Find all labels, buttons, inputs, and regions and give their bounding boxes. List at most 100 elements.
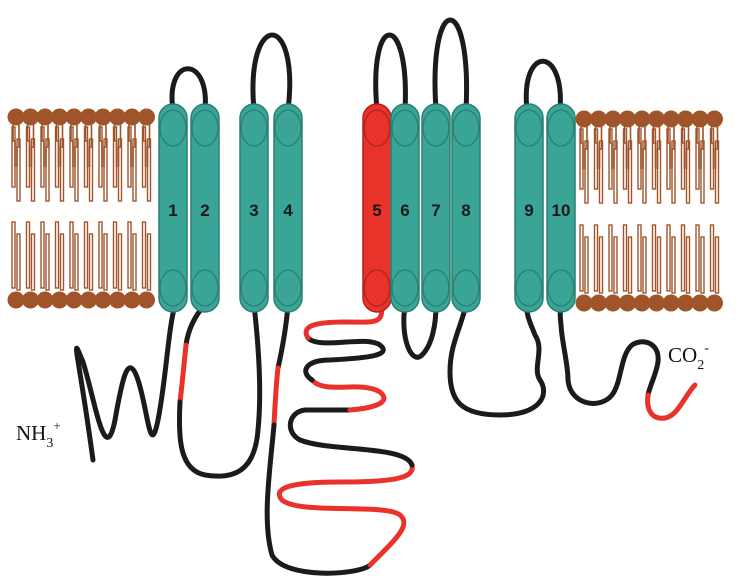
membrane-left-lipid	[7, 108, 25, 309]
membrane-right-lipid	[706, 110, 723, 312]
loop-4-5-b	[271, 365, 281, 428]
helix-7: 7	[421, 103, 451, 313]
membrane-right-lipid	[604, 110, 622, 312]
helix-6: 6	[390, 103, 420, 313]
membrane-left-lipid	[36, 108, 54, 309]
helix-8: 8	[451, 103, 481, 313]
helix-2: 2	[190, 103, 220, 313]
helix-1: 1	[158, 103, 188, 313]
helix-label: 3	[249, 201, 258, 220]
loop-4-5-d	[276, 462, 415, 568]
lipid-head	[94, 291, 112, 309]
membrane-right-lipid	[619, 110, 636, 312]
lipid-head	[619, 110, 636, 128]
lipid-head	[648, 110, 665, 128]
helix-label: 5	[372, 201, 381, 220]
lipid-head	[648, 294, 665, 312]
membrane-right-lipid	[662, 110, 680, 312]
membrane-left-lipid	[109, 108, 126, 309]
n-terminus-label: NH3+	[16, 418, 61, 451]
c-terminus-label: CO2-	[668, 341, 709, 373]
lipid-head	[109, 291, 126, 309]
lipid-head	[36, 108, 54, 126]
lipid-head	[138, 108, 155, 126]
lipid-head	[22, 291, 39, 309]
helix-5: 5	[362, 103, 392, 313]
loop-4-5-h	[303, 302, 385, 341]
membrane-right-lipid	[590, 110, 607, 312]
loop-8-9	[447, 302, 547, 418]
helix-label: 4	[283, 201, 293, 220]
lipid-head	[7, 108, 25, 126]
lipid-head	[662, 294, 680, 312]
membrane-left-lipid	[22, 108, 39, 309]
lipid-head	[604, 294, 622, 312]
lipid-head	[51, 108, 68, 126]
membrane-bilayer-right	[575, 110, 723, 312]
lipid-head	[662, 110, 680, 128]
lipid-head	[51, 291, 68, 309]
c-terminus-highlight	[645, 382, 698, 421]
helix-label: 6	[400, 201, 409, 220]
loop-9-10	[523, 58, 563, 113]
loop-6-7	[401, 302, 439, 360]
lipid-head	[677, 110, 694, 128]
helix-label: 9	[524, 201, 533, 220]
lipid-head	[138, 291, 155, 309]
membrane-left-lipid	[94, 108, 112, 309]
lipid-head	[123, 108, 141, 126]
lipid-head	[706, 294, 723, 312]
membrane-left-lipid	[51, 108, 68, 309]
lipid-head	[677, 294, 694, 312]
helix-4: 4	[273, 103, 303, 313]
membrane-right-lipid	[648, 110, 665, 312]
loop-4-5-e	[288, 407, 415, 468]
loop-1-2	[169, 66, 208, 113]
helix-label: 2	[200, 201, 209, 220]
helix-label: 1	[168, 201, 177, 220]
polypeptide-loops	[74, 17, 698, 576]
loop-4-5-g	[303, 335, 386, 383]
lipid-head	[633, 110, 651, 128]
lipid-head	[123, 291, 141, 309]
loop-3-4	[250, 32, 293, 113]
loop-7-8	[432, 17, 470, 113]
lipid-head	[706, 110, 723, 128]
lipid-head	[590, 294, 607, 312]
lipid-head	[590, 110, 607, 128]
helix-label: 7	[431, 201, 440, 220]
membrane-left-lipid	[123, 108, 141, 309]
membrane-right-lipid	[633, 110, 651, 312]
lipid-head	[691, 110, 709, 128]
helix-label: 8	[461, 201, 470, 220]
membrane-right-lipid	[677, 110, 694, 312]
lipid-head	[80, 108, 97, 126]
lipid-head	[619, 294, 636, 312]
lipid-head	[65, 291, 83, 309]
membrane-left-lipid	[80, 108, 97, 309]
lipid-head	[22, 108, 39, 126]
c-terminus-tail	[557, 302, 661, 406]
membrane-right-lipid	[691, 110, 709, 312]
lipid-head	[80, 291, 97, 309]
loop-5-6	[373, 32, 408, 113]
lipid-head	[575, 294, 593, 312]
helix-9: 9	[514, 103, 544, 313]
lipid-head	[94, 108, 112, 126]
membrane-bilayer-left	[7, 108, 155, 309]
loop-4-5-f	[309, 377, 387, 413]
lipid-head	[604, 110, 622, 128]
loop-4-5-c	[264, 422, 373, 576]
loop-2-3-tail	[176, 302, 263, 479]
membrane-right-lipid	[575, 110, 593, 312]
lipid-head	[36, 291, 54, 309]
lipid-head	[633, 294, 651, 312]
lipid-head	[691, 294, 709, 312]
helix-label: 10	[552, 201, 571, 220]
n-terminus-tail	[74, 302, 178, 463]
lipid-head	[109, 108, 126, 126]
helix-3: 3	[239, 103, 269, 313]
lipid-head	[7, 291, 25, 309]
